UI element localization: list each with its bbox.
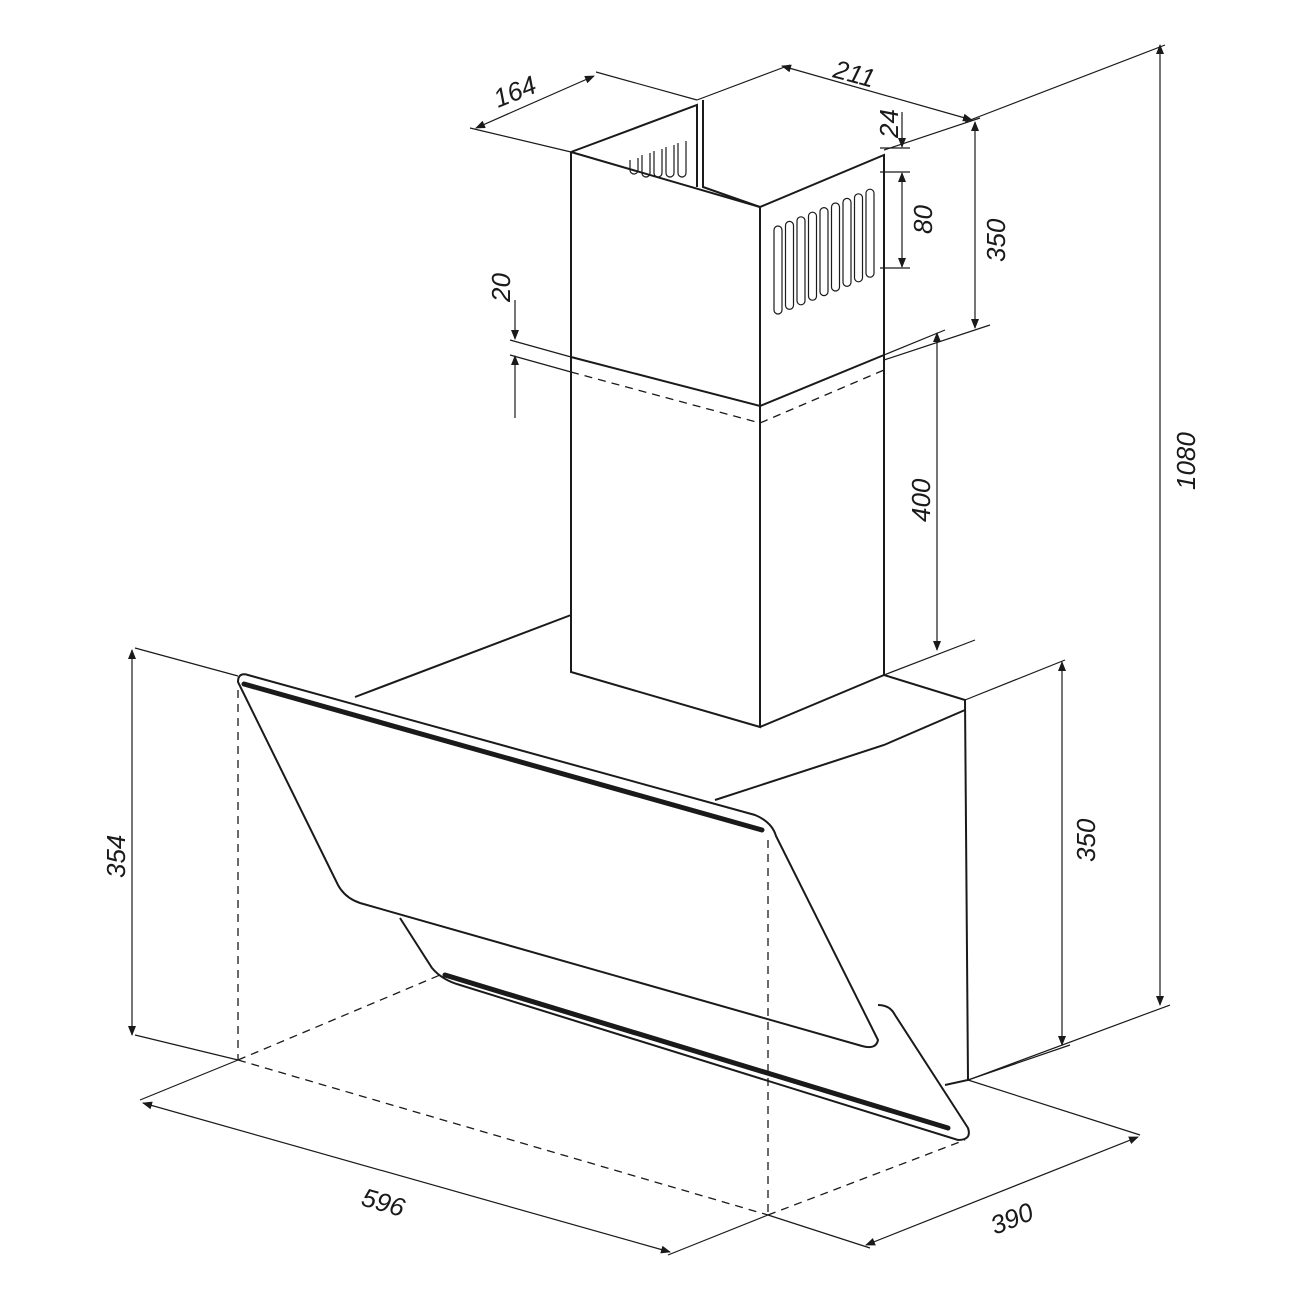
label-vent-height: 80 [908,205,938,234]
label-body-height: 350 [1071,818,1101,862]
chimney [570,100,885,729]
label-upper-chimney-height: 350 [981,218,1011,262]
hood-body [354,614,970,1086]
vent-slot [819,207,829,297]
label-overlap: 20 [486,273,516,303]
footprint-dashed [237,690,966,1216]
label-chimney-depth: 164 [489,69,540,113]
label-glass-height: 354 [101,835,131,878]
label-vent-offset: 24 [874,109,904,139]
vent-slots-side [773,188,875,315]
vent-slots-back [629,141,687,178]
label-width: 596 [358,1182,408,1223]
label-chimney-width: 211 [829,54,878,94]
glass-panel [236,673,970,1142]
label-depth: 390 [986,1196,1038,1240]
vent-slot [784,220,795,310]
vent-slot [807,211,818,301]
vent-slot [865,188,875,278]
vent-slot [830,202,841,292]
vent-slot [853,193,864,283]
label-lower-chimney-height: 400 [906,478,936,522]
vent-slot [842,197,852,287]
label-total-height: 1080 [1171,432,1201,490]
dimension-labels: 164 211 24 80 350 20 400 1080 354 350 59… [101,54,1201,1241]
vent-slot [773,225,783,315]
vent-slot [796,216,806,306]
dimension-lines [128,44,1171,1256]
